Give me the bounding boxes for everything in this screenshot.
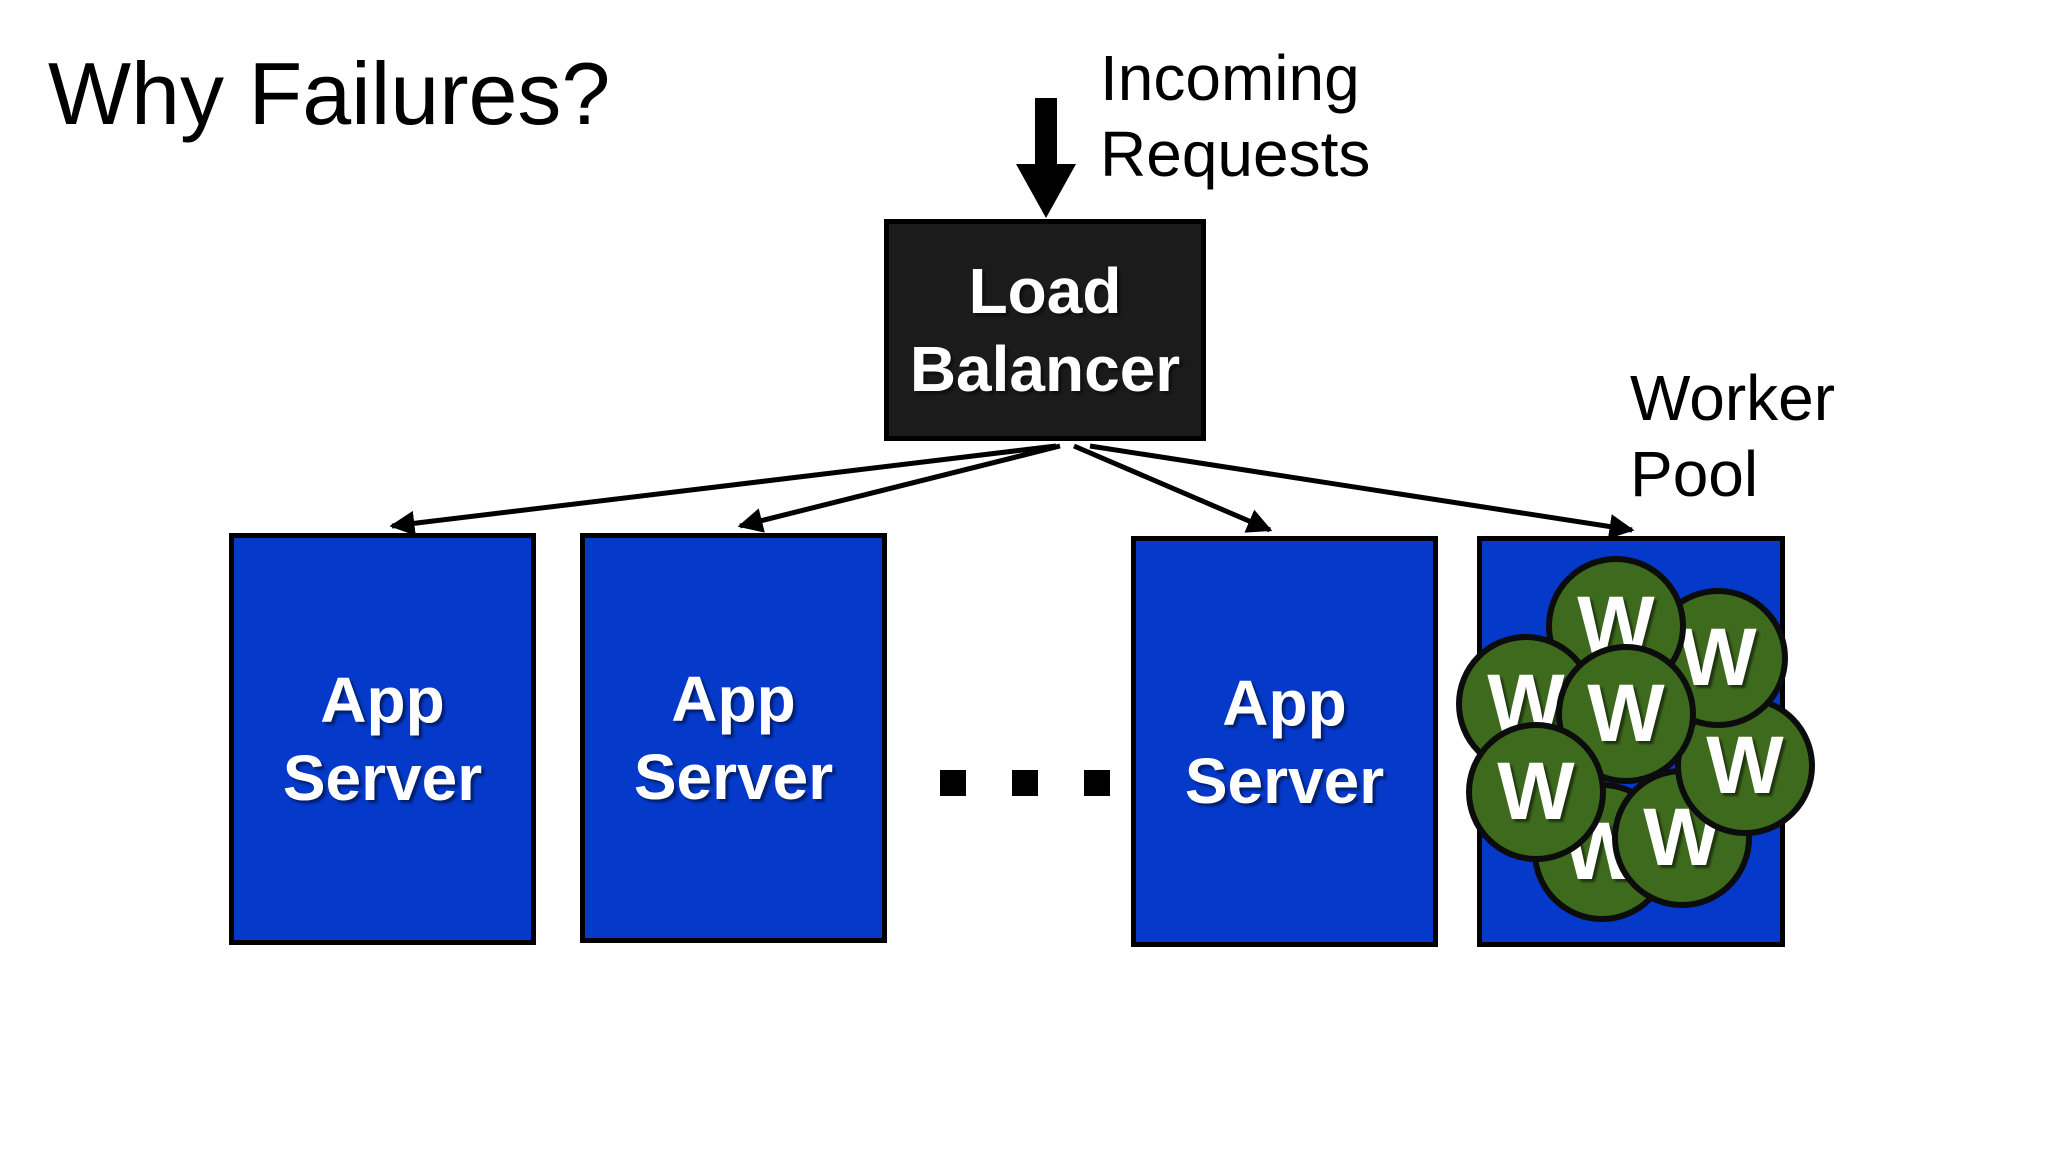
app-server-2: App Server xyxy=(580,533,887,943)
incoming-requests-label: Incoming Requests xyxy=(1100,42,1371,190)
load-balancer-box: Load Balancer xyxy=(884,219,1206,441)
slide-title: Why Failures? xyxy=(48,44,611,143)
incoming-arrow-head xyxy=(1016,164,1076,218)
ellipsis-dot xyxy=(940,770,966,796)
app-server-3: App Server xyxy=(1131,536,1438,947)
arrow-to-worker-pool xyxy=(1089,443,1635,539)
worker-circle: W xyxy=(1466,722,1606,862)
arrow-to-app-server-3 xyxy=(1073,443,1273,533)
ellipsis-dot xyxy=(1084,770,1110,796)
ellipsis-dot xyxy=(1012,770,1038,796)
worker-pool-label: Worker Pool xyxy=(1630,362,1836,510)
app-server-1: App Server xyxy=(229,533,536,945)
worker-circle: W xyxy=(1675,696,1815,836)
arrow-to-app-server-2 xyxy=(737,443,1061,533)
arrow-to-app-server-1 xyxy=(389,443,1057,536)
